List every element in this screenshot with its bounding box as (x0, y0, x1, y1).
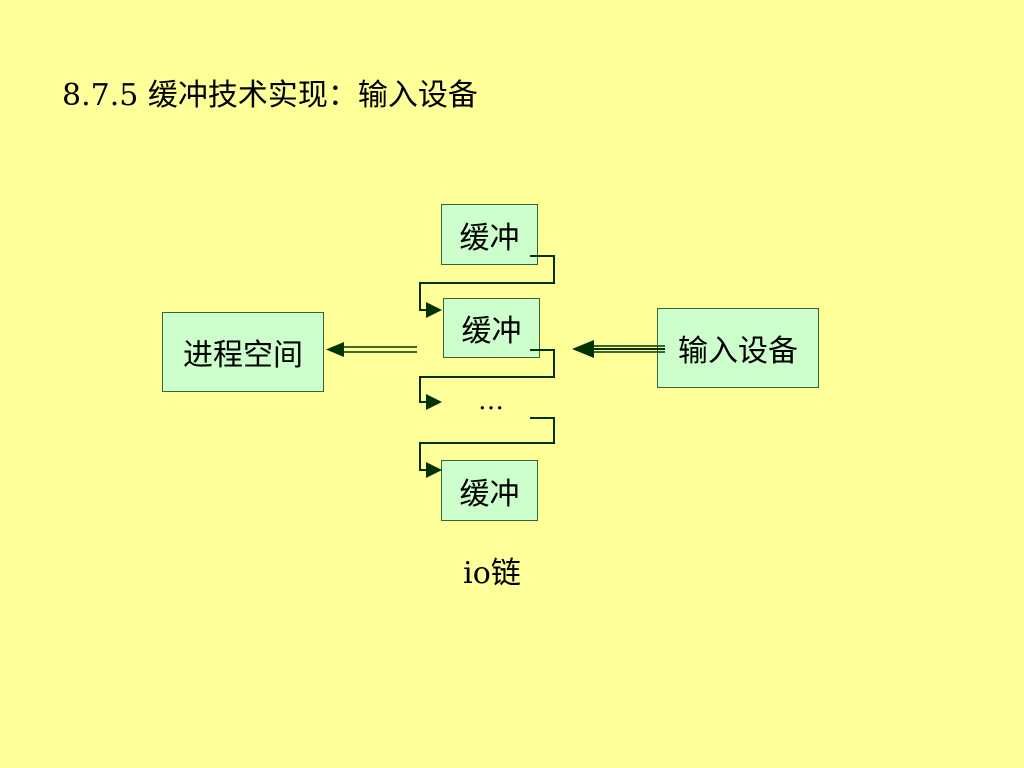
process-space-box: 进程空间 (162, 312, 324, 392)
buffer-label-1: 缓冲 (459, 220, 520, 256)
slide-title: 8.7.5 缓冲技术实现：输入设备 (62, 78, 478, 113)
arrow-from-input-device (572, 340, 665, 358)
buffer-box-1: 缓冲 (441, 204, 538, 265)
process-space-label: 进程空间 (183, 338, 303, 373)
buffer-label-3: 缓冲 (459, 476, 520, 512)
buffer-box-2: 缓冲 (443, 298, 540, 358)
buffer-label-2: 缓冲 (461, 314, 522, 349)
io-chain-label: io链 (463, 556, 521, 591)
buffer-ellipsis: … (478, 386, 504, 416)
input-device-label: 输入设备 (678, 334, 798, 369)
chain-link-3 (419, 417, 555, 478)
chain-link-1 (419, 255, 555, 318)
input-device-box: 输入设备 (657, 308, 819, 388)
arrow-to-process-space (326, 342, 417, 357)
buffer-box-3: 缓冲 (441, 460, 538, 521)
chain-link-2 (419, 349, 555, 410)
